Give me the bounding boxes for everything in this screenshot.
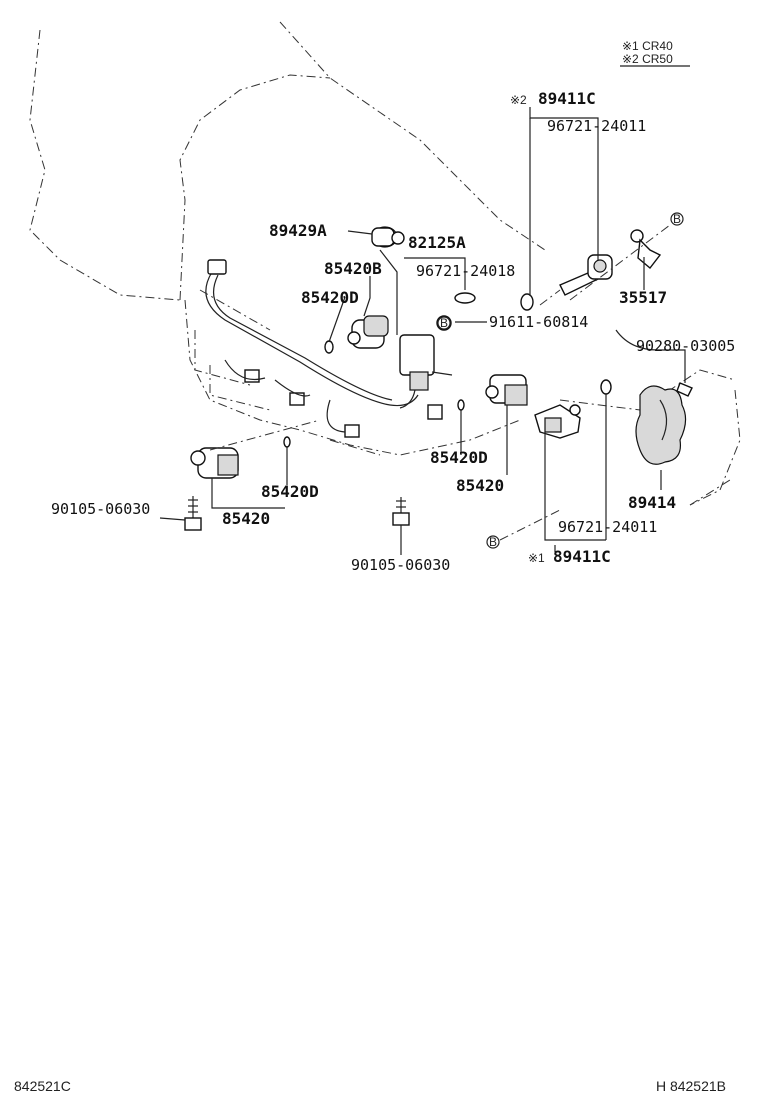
legend-note-1: ※1 CR40 [622, 39, 673, 53]
label-85420-left: 85420 [222, 509, 270, 528]
ref-b-bottom: B [486, 535, 500, 549]
label-91611-60814: 91611-60814 [489, 313, 588, 331]
label-82125A: 82125A [408, 233, 466, 252]
label-85420-mid: 85420 [456, 476, 504, 495]
label-89411C-top: 89411C [538, 89, 596, 108]
sensor-89411C-upper [559, 254, 613, 296]
sensor-89429A [371, 226, 405, 248]
legend-note-2: ※2 CR50 [622, 52, 673, 66]
rotor-89414 [635, 385, 687, 465]
legend: ※1 CR40 ※2 CR50 [620, 39, 690, 67]
footer-right-code: H 842521B [656, 1078, 726, 1094]
mark-1: ※1 [528, 551, 545, 565]
leader-lines [159, 107, 731, 555]
sensor-85420B [347, 315, 389, 349]
label-96721-24011-bottom: 96721-24011 [558, 518, 657, 536]
ref-b-label: B [489, 535, 497, 549]
mark-2: ※2 [510, 93, 527, 107]
gaskets [283, 292, 693, 448]
label-35517: 35517 [619, 288, 667, 307]
engine-outline [29, 21, 741, 506]
part-labels: ※2 89411C 96721-24011 89429A 82125A 8542… [51, 89, 735, 574]
label-90105-06030-bottom: 90105-06030 [351, 556, 450, 574]
label-89414: 89414 [628, 493, 676, 512]
bolt-bottom [392, 497, 410, 526]
bolt-left [184, 496, 202, 531]
label-90280-03005: 90280-03005 [636, 337, 735, 355]
label-85420D-mid: 85420D [430, 448, 488, 467]
wire-harness [205, 259, 443, 438]
label-96721-24018: 96721-24018 [416, 262, 515, 280]
sensor-85420-left [190, 447, 239, 479]
label-96721-24011-top: 96721-24011 [547, 117, 646, 135]
label-89411C-bottom: 89411C [553, 547, 611, 566]
sensor-85420-center [485, 374, 528, 406]
label-85420D-left: 85420D [261, 482, 319, 501]
ref-b-mid: B [437, 316, 451, 330]
connector-82125A [399, 315, 453, 409]
label-85420B: 85420B [324, 259, 382, 278]
label-90105-06030-left: 90105-06030 [51, 500, 150, 518]
bracket-35517 [630, 229, 662, 270]
sensor-89411C-lower [534, 404, 581, 439]
ref-b-label: B [673, 212, 681, 226]
label-85420D-top: 85420D [301, 288, 359, 307]
label-89429A: 89429A [269, 221, 327, 240]
footer-left-code: 842521C [14, 1078, 71, 1094]
ref-b-label: B [440, 316, 448, 330]
ref-b-top: B [670, 212, 684, 226]
